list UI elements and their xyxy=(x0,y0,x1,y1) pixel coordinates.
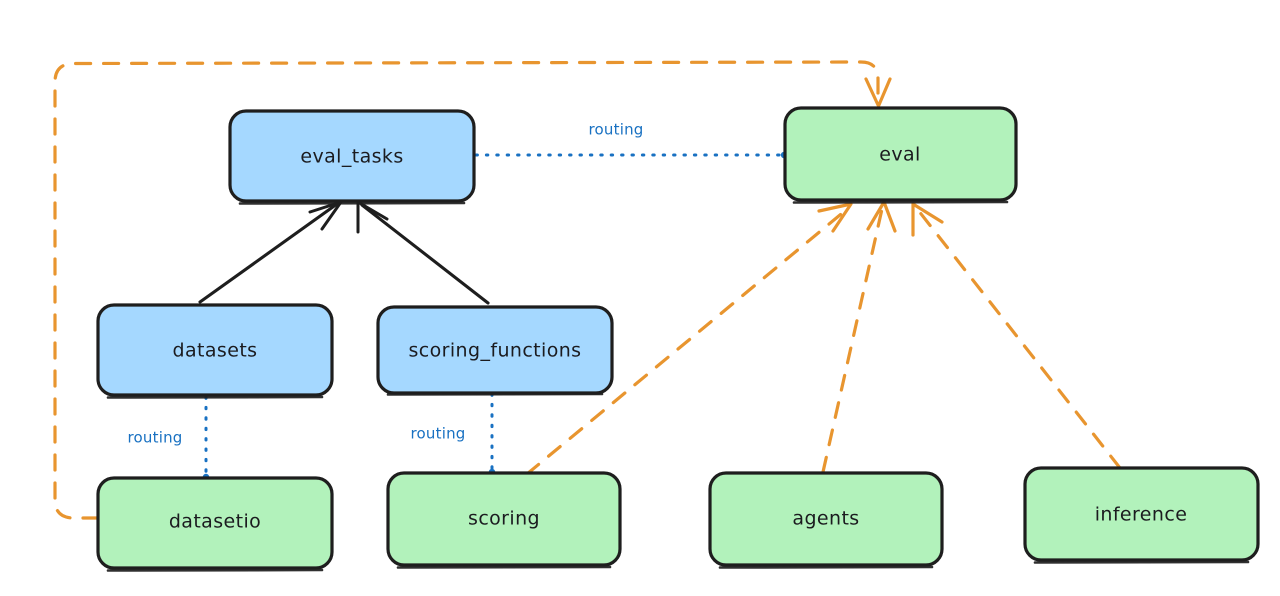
node-inference[interactable]: inference xyxy=(1023,466,1260,564)
node-agents[interactable]: agents xyxy=(708,471,944,569)
edge-agents-to-eval[interactable] xyxy=(821,200,897,474)
edge-scoring-functions-to-eval-tasks[interactable] xyxy=(356,200,490,305)
node-eval-tasks-box xyxy=(228,109,476,203)
edge-datasets-to-eval-tasks-path xyxy=(198,202,339,304)
dependency-edges-group xyxy=(53,60,1122,520)
edge-datasetio-to-eval-arrowhead xyxy=(864,77,892,108)
node-inference-sketch-line xyxy=(1033,560,1250,564)
node-datasets-box xyxy=(96,303,334,397)
edge-datasets-to-eval-tasks[interactable] xyxy=(198,200,343,304)
edge-scoring-to-eval-path xyxy=(525,208,848,476)
node-datasets-sketch-line xyxy=(106,395,324,399)
edge-label-routing-eval: routing xyxy=(589,121,644,139)
node-eval-sketch-line xyxy=(792,200,1009,204)
edge-inference-to-eval[interactable] xyxy=(911,202,1122,470)
edge-scoring-to-eval[interactable] xyxy=(525,202,853,476)
edge-datasetio-to-eval[interactable] xyxy=(53,60,892,520)
node-eval-tasks[interactable]: eval_tasks xyxy=(228,109,476,205)
edge-datasetio-to-eval-path xyxy=(53,60,880,520)
node-inference-box xyxy=(1023,466,1260,562)
edge-scoring-to-eval-arrowhead xyxy=(817,202,853,233)
edge-agents-to-eval-path xyxy=(821,207,884,474)
node-scoring-functions[interactable]: scoring_functions xyxy=(376,305,614,396)
api-edges-group xyxy=(198,200,490,305)
edge-inference-to-eval-arrowhead xyxy=(911,202,944,237)
node-datasetio[interactable]: datasetio xyxy=(96,476,334,572)
node-scoring[interactable]: scoring xyxy=(386,471,622,569)
nodes-group: eval_tasks eval datasets scoring_functio… xyxy=(96,106,1260,572)
edge-label-routing-scoring-functions: routing xyxy=(411,425,466,443)
node-datasets[interactable]: datasets xyxy=(96,303,334,399)
node-agents-sketch-line xyxy=(718,565,934,569)
node-eval[interactable]: eval xyxy=(783,106,1018,204)
node-scoring-box xyxy=(386,471,622,567)
edge-inference-to-eval-path xyxy=(916,208,1122,470)
edge-label-routing-datasets: routing xyxy=(128,429,183,447)
edge-datasets-to-eval-tasks-arrowhead xyxy=(308,200,343,231)
node-eval-tasks-sketch-line xyxy=(238,201,466,205)
node-datasetio-sketch-line xyxy=(106,568,324,572)
node-datasetio-box xyxy=(96,476,334,570)
node-scoring-sketch-line xyxy=(396,565,612,569)
node-scoring-functions-box xyxy=(376,305,614,395)
node-agents-box xyxy=(708,471,944,567)
edge-scoring-functions-to-eval-tasks-path xyxy=(360,203,490,305)
node-scoring-functions-sketch-line xyxy=(386,392,604,396)
node-eval-box xyxy=(783,106,1018,202)
